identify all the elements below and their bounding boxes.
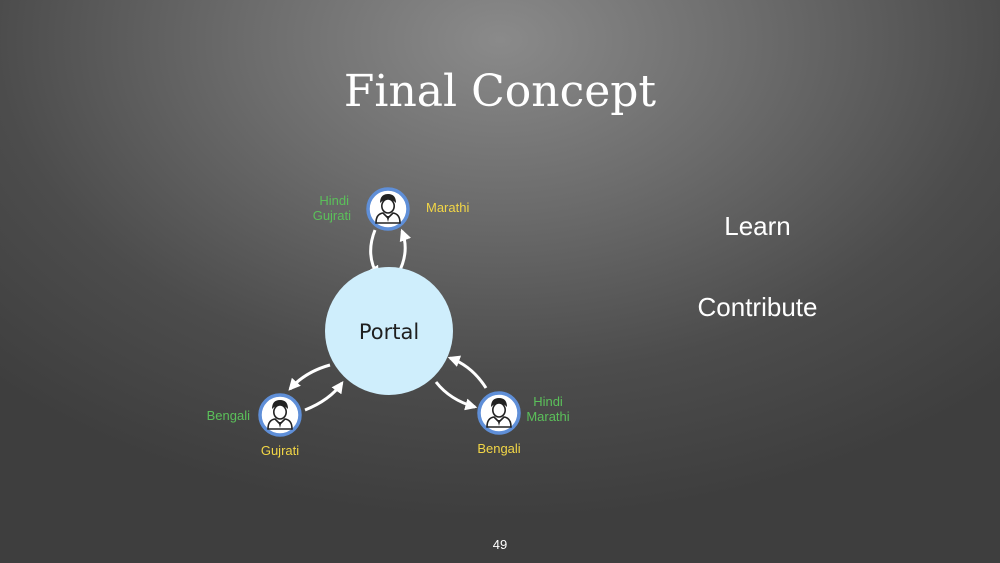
top-node-label-hindi: Hindi xyxy=(319,193,349,208)
arrow-portal-to-bottom-left xyxy=(288,363,331,391)
top-node-label-gujrati: Gujrati xyxy=(313,208,351,223)
arrow-portal-to-top xyxy=(396,228,412,275)
bottom-left-user-node xyxy=(258,393,302,437)
top-node-label-marathi: Marathi xyxy=(426,200,469,215)
bottom-right-user-node xyxy=(477,391,521,435)
bottom-right-label-bengali: Bengali xyxy=(477,441,520,456)
bottom-right-label-marathi: Marathi xyxy=(526,409,569,424)
bottom-left-label-gujrati: Gujrati xyxy=(261,443,299,458)
portal-circle xyxy=(325,267,453,395)
arrow-bottom-right-to-portal xyxy=(447,355,488,389)
portal-label: Portal xyxy=(359,320,419,344)
top-user-node xyxy=(366,187,410,231)
contribute-text: Contribute xyxy=(697,292,818,322)
learn-text: Learn xyxy=(724,211,791,241)
page-number: 49 xyxy=(492,537,508,552)
arrow-portal-to-bottom-right xyxy=(434,381,478,411)
bottom-right-label-hindi: Hindi xyxy=(533,394,563,409)
arrow-bottom-left-to-portal xyxy=(304,381,344,412)
bottom-left-label-bengali: Bengali xyxy=(207,408,250,423)
slide-title: Final Concept xyxy=(343,66,657,117)
